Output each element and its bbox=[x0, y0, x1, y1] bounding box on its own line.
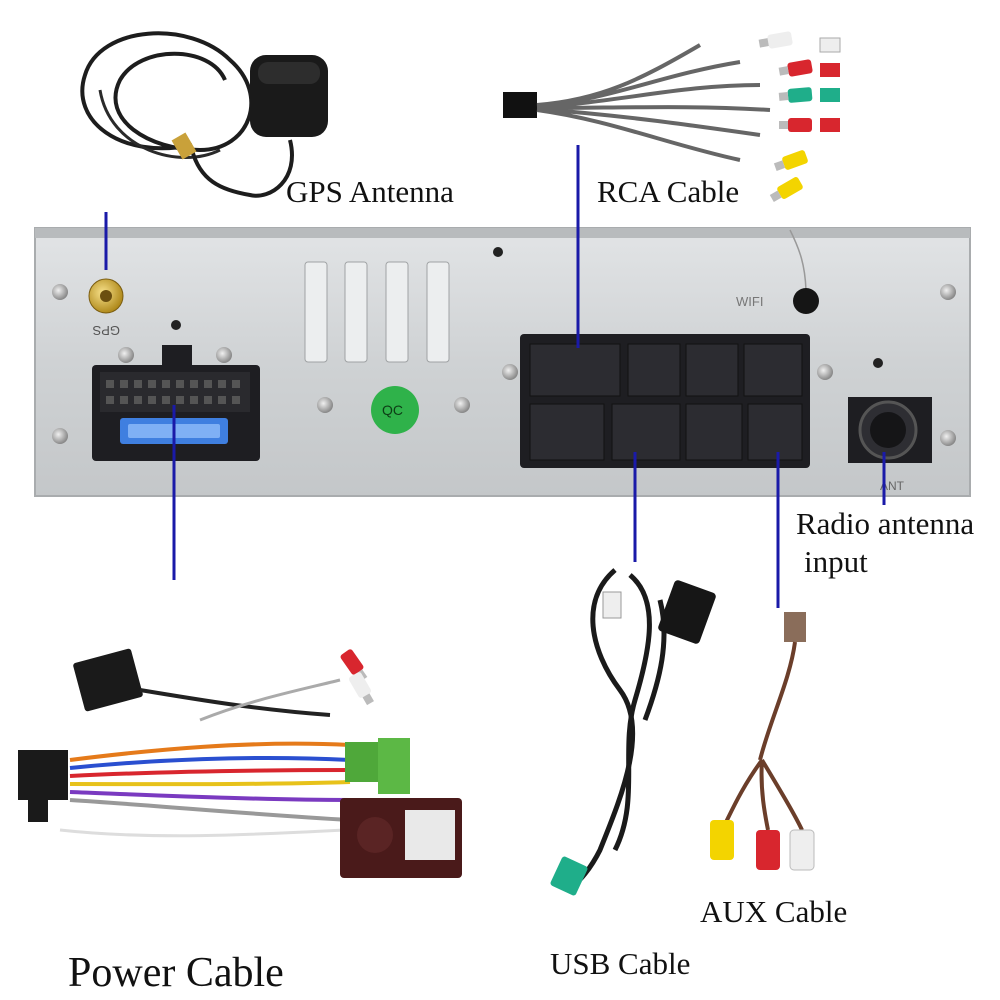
radio-antenna-label-line2: input bbox=[804, 544, 868, 579]
qc-sticker bbox=[371, 386, 419, 434]
radio-antenna-label-line1: Radio antenna bbox=[796, 506, 975, 541]
gps-port-marking: GPS bbox=[92, 323, 120, 338]
antenna-port-marking: ANT bbox=[880, 479, 905, 493]
screw-icon bbox=[52, 428, 68, 444]
qc-sticker-text: QC bbox=[382, 402, 403, 418]
wifi-port-marking: WIFI bbox=[736, 294, 763, 309]
usb-cable-label: USB Cable bbox=[550, 946, 691, 981]
aux-cable-illustration bbox=[710, 612, 815, 871]
power-cable-label: Power Cable bbox=[68, 950, 284, 996]
power-cable-illustration bbox=[18, 648, 462, 878]
screw-icon bbox=[317, 397, 333, 413]
screw-icon bbox=[817, 364, 833, 380]
screw-icon bbox=[216, 347, 232, 363]
screw-icon bbox=[502, 364, 518, 380]
gps-antenna-illustration bbox=[80, 31, 328, 198]
screw-icon bbox=[52, 284, 68, 300]
usb-cable-illustration bbox=[550, 568, 716, 896]
gps-antenna-label: GPS Antenna bbox=[286, 174, 454, 209]
av-connector-block bbox=[520, 334, 810, 468]
radio-antenna-label: Radio antenna input bbox=[796, 505, 996, 581]
power-connector-port bbox=[92, 345, 260, 461]
screw-icon bbox=[454, 397, 470, 413]
wifi-port-icon bbox=[793, 288, 819, 314]
leader-lines bbox=[104, 145, 886, 608]
aux-cable-label: AUX Cable bbox=[700, 894, 848, 929]
screw-icon bbox=[940, 430, 956, 446]
rca-cable-label: RCA Cable bbox=[597, 174, 740, 209]
rear-panel: GPS WIFI QC bbox=[34, 227, 971, 497]
rca-cable-illustration bbox=[503, 31, 841, 205]
radio-antenna-port: ANT bbox=[848, 397, 932, 493]
screw-icon bbox=[940, 284, 956, 300]
screw-icon bbox=[118, 347, 134, 363]
